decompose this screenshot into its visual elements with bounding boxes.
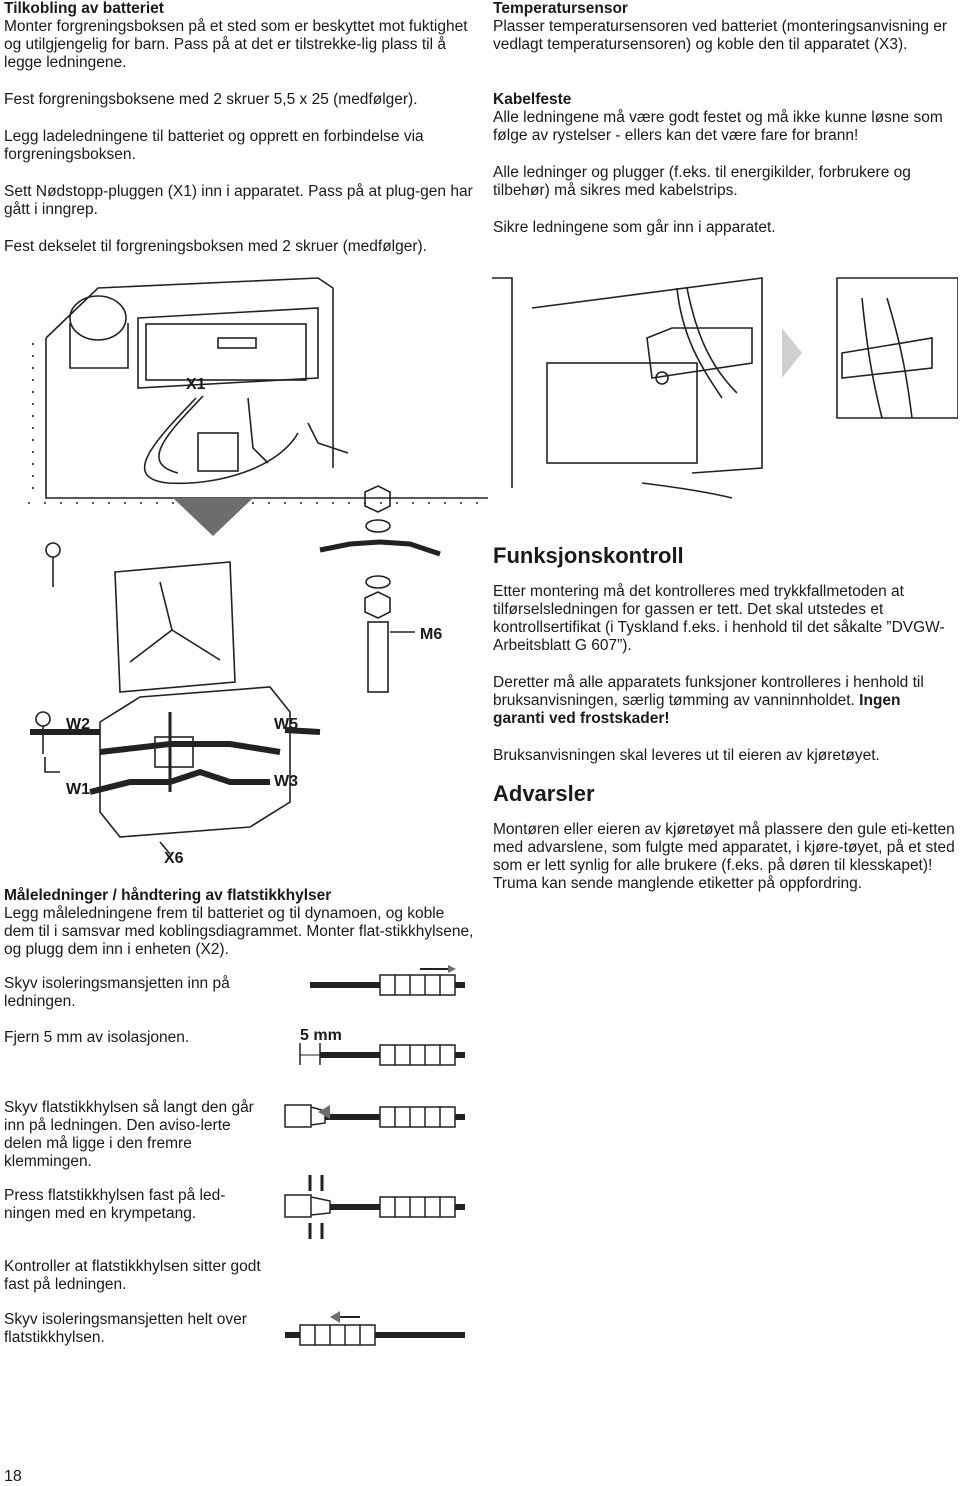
battery-installation-figure: X1 — [28, 277, 488, 536]
label-w1: W1 — [66, 781, 90, 798]
battery-heading: Tilkobling av batteriet — [4, 0, 164, 17]
function-check-text: Deretter må alle apparatets funksjoner k… — [493, 674, 924, 709]
battery-paragraph-1: Monter forgreningsboksen på et sted som … — [4, 18, 468, 71]
cable-heading: Kabelfeste — [493, 91, 572, 108]
label-w3: W3 — [274, 773, 298, 790]
temperature-heading: Temperatursensor — [493, 0, 628, 17]
battery-paragraph-5: Fest dekselet til forgreningsboksen med … — [4, 238, 427, 255]
measure-paragraph: Legg måleledningene frem til batteriet o… — [4, 905, 474, 958]
label-m6: M6 — [420, 626, 442, 643]
warnings-paragraph: Montøren eller eieren av kjøretøyet må p… — [493, 821, 955, 892]
temperature-section: Temperatursensor Plasser temperatursenso… — [493, 0, 955, 54]
step-2-text: Fjern 5 mm av isolasjonen. — [4, 1029, 190, 1046]
arrow-left-icon — [330, 1311, 340, 1323]
cable-fixing-figure — [492, 277, 958, 499]
arrow-right-icon — [448, 965, 456, 973]
function-check-section: Funksjonskontroll Etter montering må det… — [493, 543, 955, 893]
step-6-text: Skyv isoleringsmansjetten helt over flat… — [4, 1311, 247, 1346]
cable-paragraph-2: Alle ledninger og plugger (f.eks. til en… — [493, 164, 911, 199]
frost-warning: Ingen garanti ved frostskader! — [493, 692, 901, 727]
step-3-text: Skyv flatstikkhylsen så langt den går in… — [4, 1099, 254, 1170]
step-1: Skyv isoleringsmansjetten inn på ledning… — [4, 975, 264, 1011]
cable-paragraph-1: Alle ledningene må være godt festet og m… — [493, 109, 943, 144]
measure-heading: Måleledninger / håndtering av flatstikkh… — [4, 887, 332, 904]
battery-paragraph-3: Legg ladeledningene til batteriet og opp… — [4, 128, 424, 163]
step-4: Press flatstikkhylsen fast på led-ningen… — [4, 1187, 264, 1223]
step-5: Kontroller at flatstikkhylsen sitter god… — [4, 1258, 264, 1294]
step-5-text: Kontroller at flatstikkhylsen sitter god… — [4, 1258, 261, 1293]
function-check-paragraph-3: Bruksanvisningen skal leveres ut til eie… — [493, 747, 880, 764]
page-number: 18 — [4, 1468, 22, 1485]
step-1-text: Skyv isoleringsmansjetten inn på ledning… — [4, 975, 230, 1010]
function-check-heading: Funksjonskontroll — [493, 543, 684, 568]
battery-paragraph-2: Fest forgreningsboksene med 2 skruer 5,5… — [4, 91, 418, 108]
function-check-paragraph-1: Etter montering må det kontrolleres med … — [493, 583, 945, 654]
label-w5: W5 — [274, 716, 298, 733]
battery-section: Tilkobling av batteriet Monter forgrenin… — [4, 0, 474, 256]
arrow-down-icon — [173, 498, 253, 536]
screw-icon — [45, 542, 61, 558]
arrow-left-icon — [318, 1105, 330, 1119]
cable-section: Kabelfeste Alle ledningene må være godt … — [493, 91, 955, 237]
temperature-paragraph: Plasser temperatursensoren ved batteriet… — [493, 18, 948, 53]
label-x1: X1 — [186, 376, 206, 393]
battery-paragraph-4: Sett Nødstopp-pluggen (X1) inn i apparat… — [4, 183, 473, 218]
crimp-steps-figure: 5 mm — [284, 965, 465, 1346]
function-check-paragraph-2: Deretter må alle apparatets funksjoner k… — [493, 674, 955, 728]
step-6: Skyv isoleringsmansjetten helt over flat… — [4, 1311, 264, 1347]
step-4-text: Press flatstikkhylsen fast på led-ningen… — [4, 1187, 226, 1222]
junction-box-figure: M6 W2 W5 W1 W3 X6 — [30, 485, 442, 867]
label-5mm: 5 mm — [300, 1027, 342, 1044]
measure-section: Måleledninger / håndtering av flatstikkh… — [4, 887, 474, 959]
label-x6: X6 — [164, 850, 184, 867]
cable-paragraph-3: Sikre ledningene som går inn i apparatet… — [493, 219, 776, 236]
arrow-right-icon — [782, 328, 802, 378]
label-w2: W2 — [66, 716, 90, 733]
step-3: Skyv flatstikkhylsen så langt den går in… — [4, 1099, 264, 1171]
warnings-heading: Advarsler — [493, 781, 595, 806]
step-2: Fjern 5 mm av isolasjonen. — [4, 1029, 264, 1047]
